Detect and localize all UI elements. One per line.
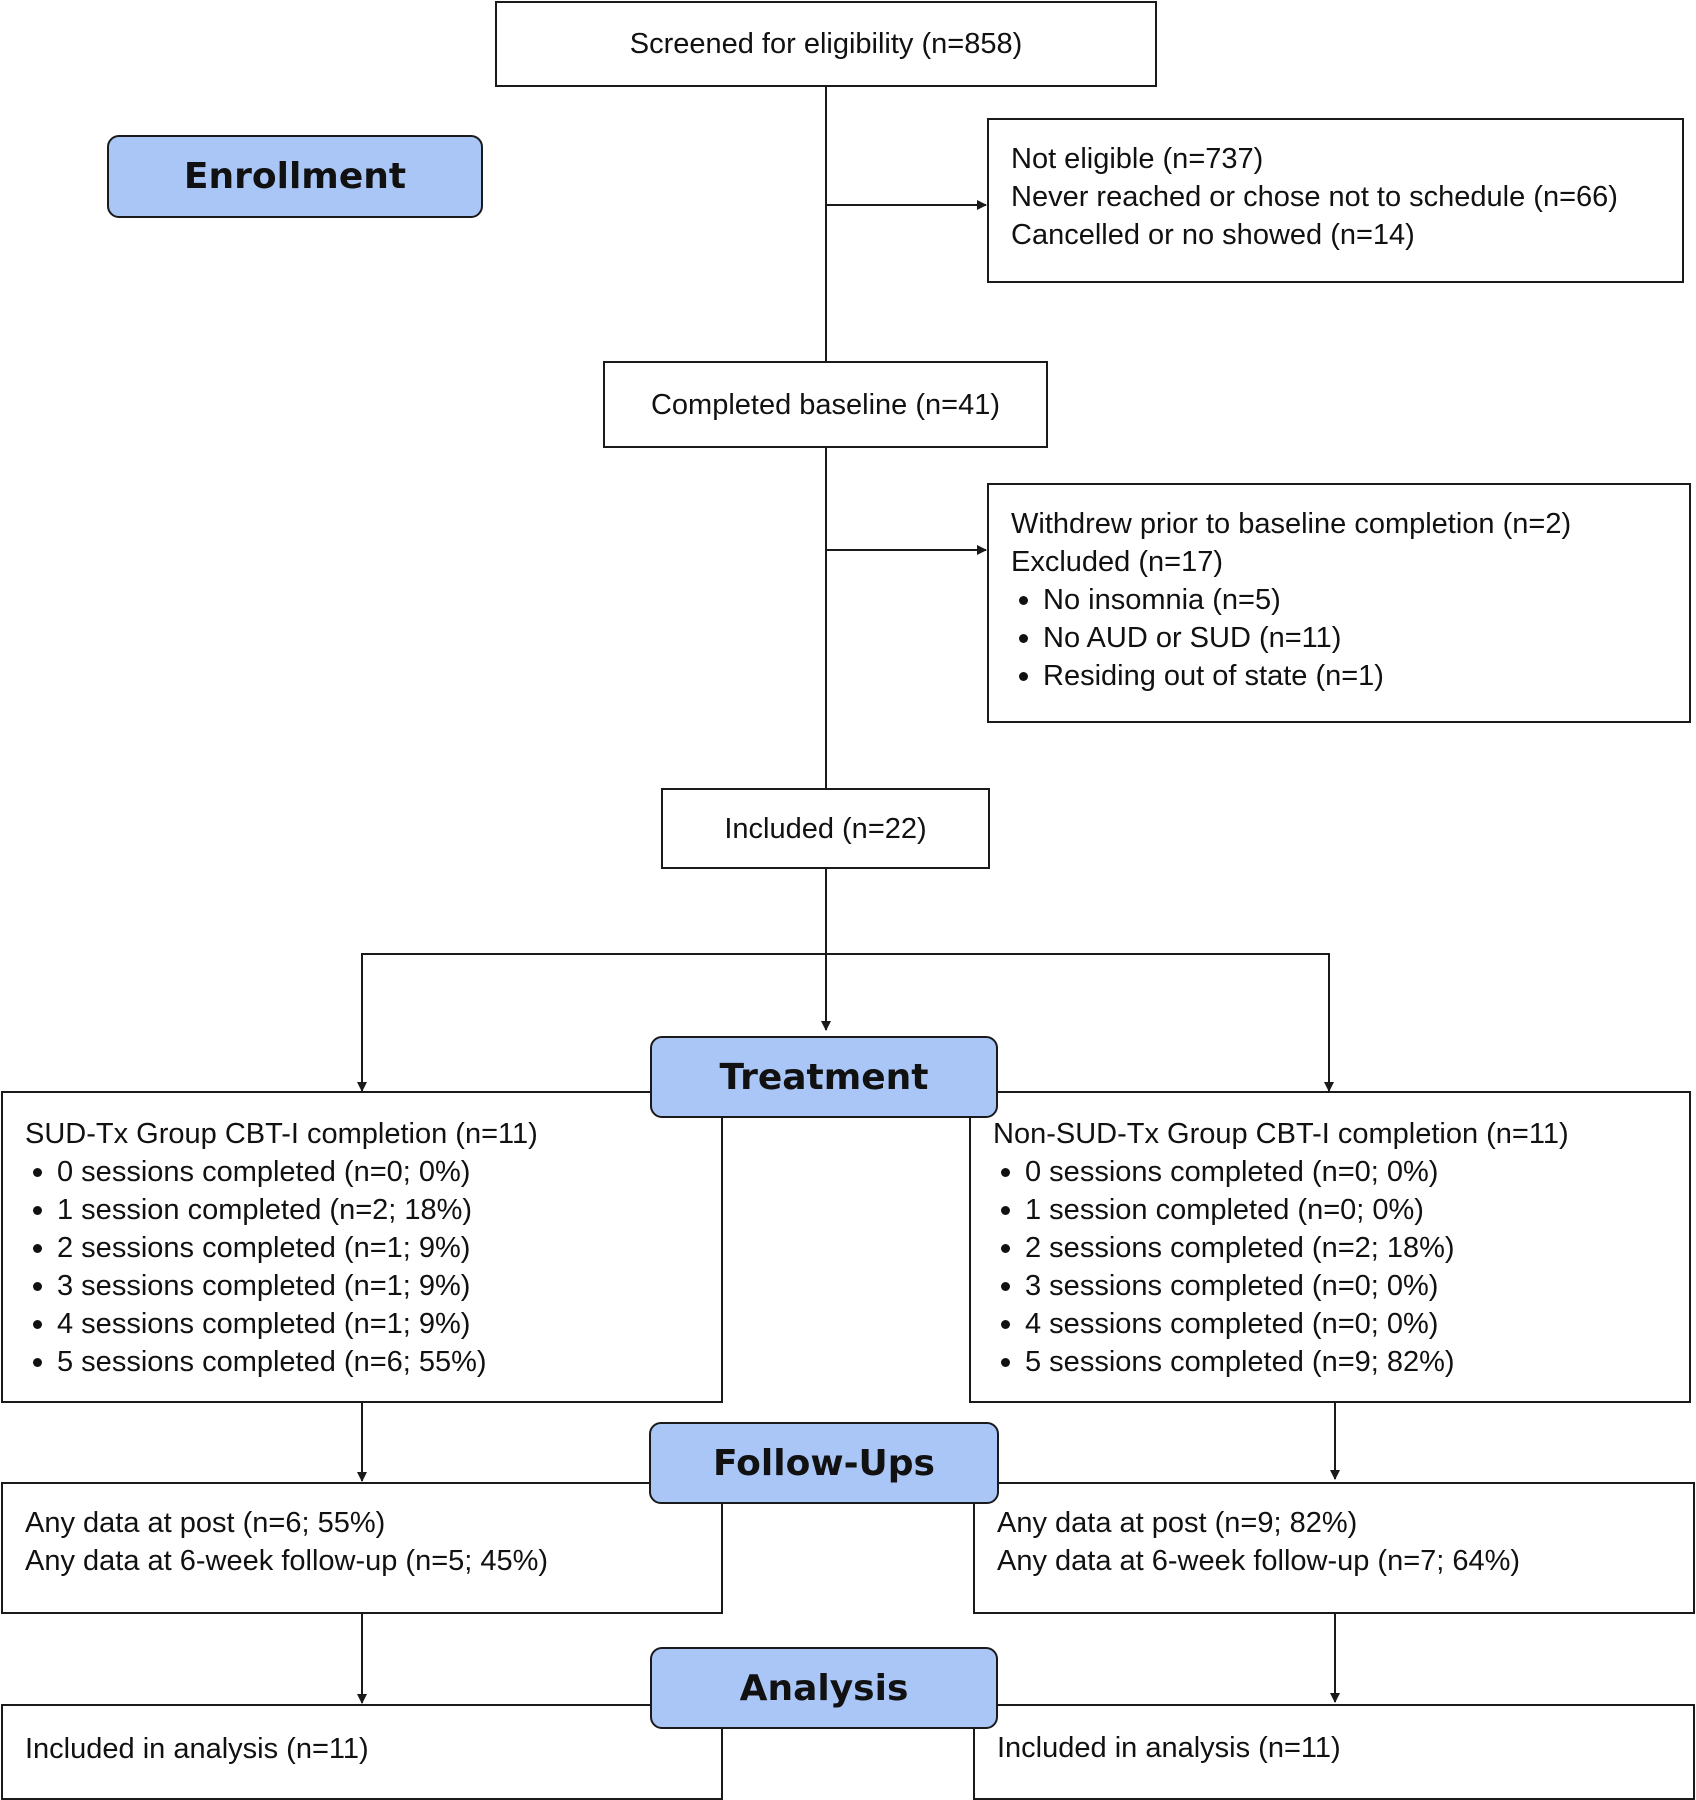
screened-box: Screened for eligibility (n=858) (495, 1, 1157, 87)
stage-analysis: Analysis (650, 1647, 998, 1729)
non-sud-tx-session-4: 4 sessions completed (n=0; 0%) (993, 1305, 1667, 1343)
excluded-no-aud-sud: No AUD or SUD (n=11) (1011, 619, 1667, 657)
sud-tx-session-0: 0 sessions completed (n=0; 0%) (25, 1153, 699, 1191)
withdrew-excluded-box: Withdrew prior to baseline completion (n… (987, 483, 1691, 723)
sud-tx-session-5: 5 sessions completed (n=6; 55%) (25, 1343, 699, 1381)
sud-tx-followup-6week: Any data at 6-week follow-up (n=5; 45%) (25, 1545, 549, 1577)
non-sud-tx-analysis-text: Included in analysis (n=11) (997, 1732, 1341, 1764)
non-sud-tx-session-3: 3 sessions completed (n=0; 0%) (993, 1267, 1667, 1305)
stage-follow-ups: Follow-Ups (649, 1422, 999, 1504)
non-sud-tx-followups-box: Any data at post (n=9; 82%) Any data at … (973, 1482, 1695, 1614)
sud-tx-session-4: 4 sessions completed (n=1; 9%) (25, 1305, 699, 1343)
non-sud-tx-analysis-box: Included in analysis (n=11) (973, 1704, 1695, 1800)
non-sud-tx-session-1: 1 session completed (n=0; 0%) (993, 1191, 1667, 1229)
exclusion-never-reached: Never reached or chose not to schedule (… (1011, 181, 1618, 213)
non-sud-tx-session-2: 2 sessions completed (n=2; 18%) (993, 1229, 1667, 1267)
non-sud-tx-followup-6week: Any data at 6-week follow-up (n=7; 64%) (997, 1545, 1521, 1577)
included-box: Included (n=22) (661, 788, 990, 869)
sud-tx-followup-post: Any data at post (n=6; 55%) (25, 1507, 386, 1539)
sud-tx-session-3: 3 sessions completed (n=1; 9%) (25, 1267, 699, 1305)
sud-tx-analysis-box: Included in analysis (n=11) (1, 1704, 723, 1800)
non-sud-tx-followup-post: Any data at post (n=9; 82%) (997, 1507, 1358, 1539)
non-sud-tx-session-0: 0 sessions completed (n=0; 0%) (993, 1153, 1667, 1191)
sud-tx-completion-box: SUD-Tx Group CBT-I completion (n=11) 0 s… (1, 1091, 723, 1403)
sud-tx-followups-box: Any data at post (n=6; 55%) Any data at … (1, 1482, 723, 1614)
non-sud-tx-completion-box: Non-SUD-Tx Group CBT-I completion (n=11)… (969, 1091, 1691, 1403)
sud-tx-title: SUD-Tx Group CBT-I completion (n=11) (25, 1118, 538, 1150)
exclusion-cancelled: Cancelled or no showed (n=14) (1011, 219, 1415, 251)
sud-tx-analysis-text: Included in analysis (n=11) (25, 1733, 369, 1765)
excluded-line: Excluded (n=17) (1011, 546, 1223, 578)
withdrew-line: Withdrew prior to baseline completion (n… (1011, 508, 1572, 540)
exclusion-not-eligible: Not eligible (n=737) (1011, 143, 1264, 175)
stage-enrollment: Enrollment (107, 135, 483, 218)
excluded-out-of-state: Residing out of state (n=1) (1011, 657, 1667, 695)
sud-tx-session-2: 2 sessions completed (n=1; 9%) (25, 1229, 699, 1267)
excluded-no-insomnia: No insomnia (n=5) (1011, 581, 1667, 619)
non-sud-tx-title: Non-SUD-Tx Group CBT-I completion (n=11) (993, 1118, 1569, 1150)
initial-exclusions-box: Not eligible (n=737) Never reached or ch… (987, 118, 1684, 283)
stage-treatment: Treatment (650, 1036, 998, 1118)
sud-tx-session-1: 1 session completed (n=2; 18%) (25, 1191, 699, 1229)
completed-baseline-box: Completed baseline (n=41) (603, 361, 1048, 448)
non-sud-tx-session-5: 5 sessions completed (n=9; 82%) (993, 1343, 1667, 1381)
